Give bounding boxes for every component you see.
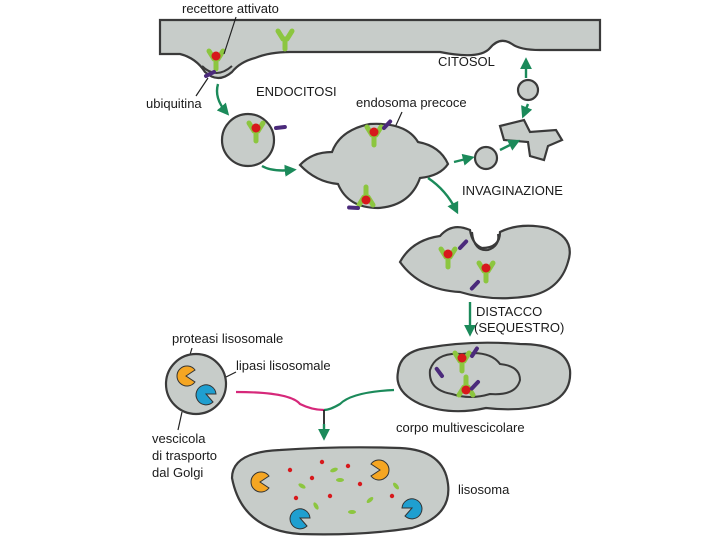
lipase-in-vesicle: [195, 384, 217, 406]
arrow-to-cytosol-return: [521, 103, 533, 119]
label-lysosomal-lipase: lipasi lisosomale: [236, 358, 331, 373]
endocytic-pit: [201, 65, 233, 74]
protease-in-vesicle: [176, 365, 196, 387]
label-activated-receptor: recettore attivato: [182, 1, 279, 16]
plasma-membrane: [158, 18, 602, 80]
label-lysosome: lisosoma: [458, 482, 510, 497]
recycling-tubule: [498, 118, 564, 162]
label-cytosol: CITOSOL: [438, 54, 495, 69]
label-sequestration: (SEQUESTRO): [474, 320, 564, 335]
invaginating-endosome: [398, 224, 571, 300]
invagination-pocket: [471, 231, 500, 252]
label-ubiquitin: ubiquitina: [146, 96, 202, 111]
label-lysosomal-protease: proteasi lisosomale: [172, 331, 283, 346]
label-golgi-vesicle-3: dal Golgi: [152, 465, 203, 480]
label-golgi-vesicle-1: vescicola: [152, 431, 206, 446]
golgi-flow-line: [235, 390, 325, 412]
arrow-invagination: [427, 177, 459, 215]
label-early-endosome: endosoma precoce: [356, 95, 467, 110]
arrow-to-endosome: [261, 164, 297, 177]
mvb-flow-line: [323, 388, 395, 412]
protease-lysosome-2: [370, 459, 390, 481]
arrow-recycling-up: [499, 139, 521, 152]
lipase-lysosome-2: [401, 498, 423, 520]
arrow-to-recycling: [453, 153, 475, 166]
lysosome: [230, 446, 450, 536]
recycling-vesicle-2: [516, 78, 540, 102]
golgi-transport-vesicle: [164, 352, 228, 416]
label-invagination: INVAGINAZIONE: [462, 183, 563, 198]
label-detachment: DISTACCO: [476, 304, 542, 319]
recycling-vesicle-1: [473, 145, 499, 171]
ubiquitin-vesicle: [274, 122, 287, 133]
label-golgi-vesicle-2: di trasporto: [152, 448, 217, 463]
degradation-fragments: [287, 459, 399, 514]
lipase-lysosome-1: [289, 508, 311, 530]
label-endocytosis: ENDOCITOSI: [256, 84, 337, 99]
protease-lysosome-1: [250, 471, 270, 493]
arrow-endocytosis: [215, 83, 230, 116]
early-endosome: [298, 122, 450, 210]
label-multivesicular-body: corpo multivescicolare: [396, 420, 525, 435]
